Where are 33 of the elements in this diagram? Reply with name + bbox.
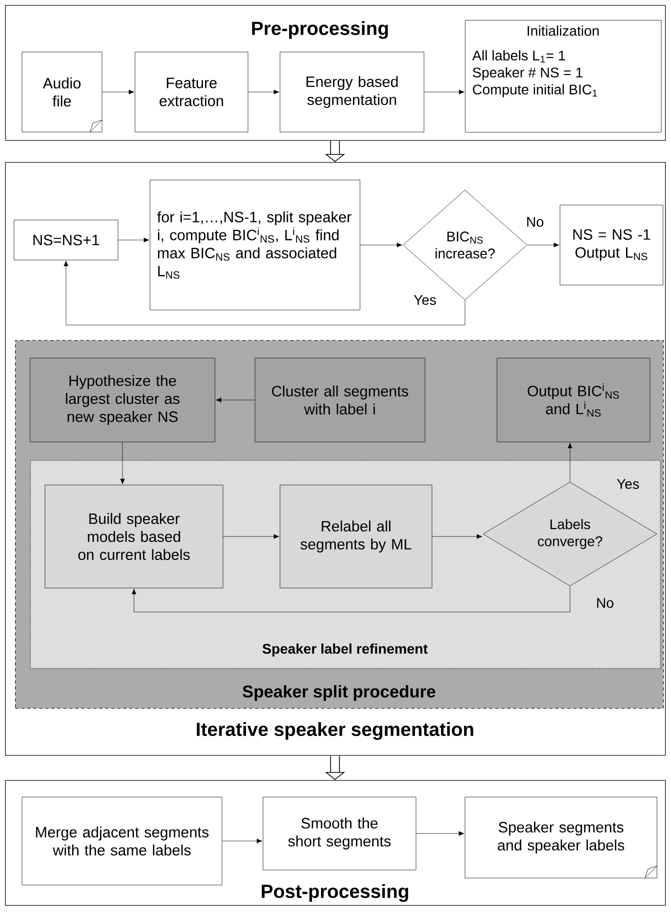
process-box: Output BIC$^{i}$NS and L$^{i}$NS [496, 358, 650, 442]
arrow [132, 586, 570, 612]
arrow [432, 534, 482, 539]
edge-label: No [527, 217, 544, 227]
process-box: Initialization All labels L$_{1}$= 1 Speaker # NS = 1 Compute initial BIC$_{1}$ [465, 20, 662, 132]
document-box: Audio file [22, 52, 102, 132]
arrow [118, 238, 150, 242]
arrow [120, 442, 125, 484]
edge-label: Yes [616, 479, 639, 489]
process-box: Smooth the short segments [262, 796, 416, 870]
arrow [102, 90, 134, 94]
process-box: Energy based segmentation [280, 52, 424, 132]
arrow [360, 242, 402, 248]
process-box: Feature extraction [134, 52, 248, 132]
document-box: Speaker segments and speaker labels [464, 796, 658, 878]
edge-label: No [597, 598, 614, 608]
arrow [222, 838, 262, 844]
arrow [568, 442, 572, 482]
arrow [248, 90, 280, 94]
process-box: Cluster all segments with label i [254, 358, 426, 442]
process-box: for i=1,…,NS-1, split speaker i, compute BIC$^{i}$$_{NS}$, L$^{i}$$_{NS}$ find max BIC$_{NS}$ and associated L$_{NS}$ [150, 180, 360, 310]
arrow [424, 90, 464, 94]
process-box: Merge adjacent segments with the same labels [22, 796, 222, 886]
arrow [216, 398, 255, 402]
arrow [416, 831, 464, 836]
arrow [223, 534, 280, 539]
arrow [64, 260, 466, 326]
process-box: Build speaker models based on current labels [44, 484, 224, 588]
arrow [527, 242, 560, 248]
process-box: NS=NS+1 [14, 220, 118, 260]
process-box: Hypothesize the largest cluster as new speaker NS [30, 358, 216, 442]
process-box: NS = NS -1 Output L$_{NS}$ [560, 204, 664, 286]
process-box: Relabel all segments by ML [280, 484, 432, 588]
